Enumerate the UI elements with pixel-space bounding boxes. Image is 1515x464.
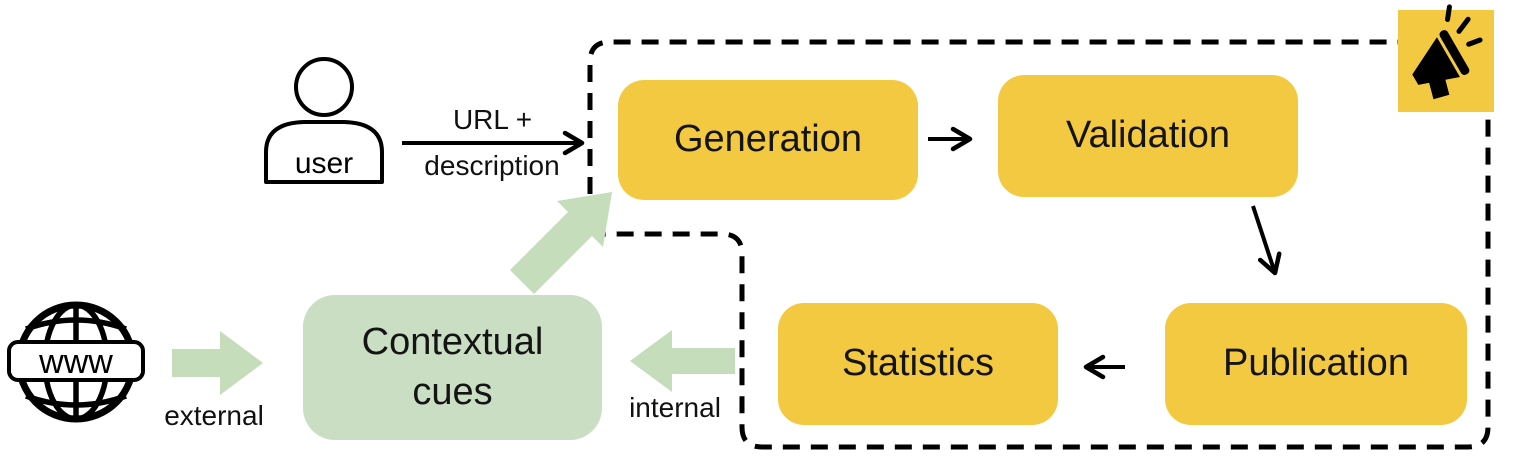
arrow-internal-to-contextual (630, 330, 735, 392)
node-generation: Generation (618, 80, 918, 200)
arrow-contextual-to-generation (510, 192, 612, 294)
megaphone-icon (1412, 4, 1483, 100)
input-arrow-label-line2: description (424, 150, 560, 181)
pipeline-boundary-dashed (587, 39, 1491, 450)
node-statistics: Statistics (778, 303, 1058, 425)
arrow-www-to-contextual (172, 331, 263, 395)
announcement-badge (1398, 4, 1494, 112)
node-contextual-cues: Contextual cues (303, 295, 602, 440)
globe-www-icon: www (7, 301, 145, 423)
internal-label: internal (629, 392, 721, 423)
external-label: external (164, 400, 264, 431)
www-label: www (38, 343, 113, 381)
person-icon: user (264, 57, 384, 184)
node-validation: Validation (998, 75, 1298, 197)
input-arrow-label-line1: URL + (452, 104, 533, 135)
arrow-validation-to-publication (1251, 205, 1282, 276)
node-publication: Publication (1165, 303, 1467, 425)
user-label: user (295, 147, 353, 180)
